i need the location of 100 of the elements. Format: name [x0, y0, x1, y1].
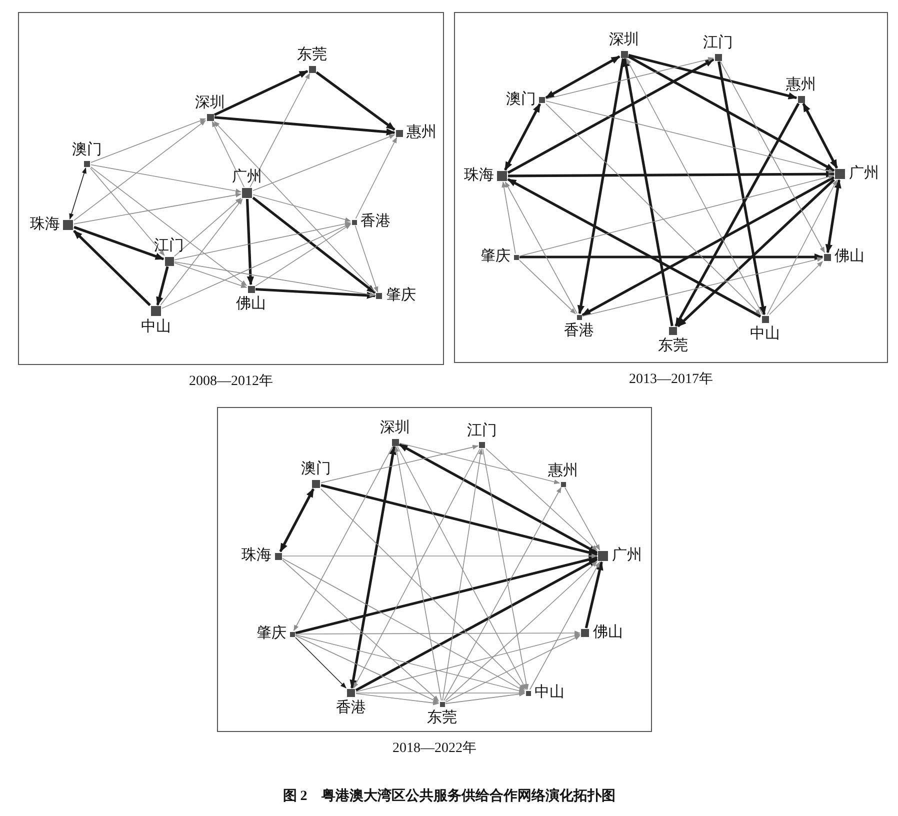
arrow — [90, 164, 242, 194]
arrow — [445, 561, 598, 702]
arrow — [445, 692, 526, 704]
arrow — [504, 103, 542, 171]
city-label: 肇庆 — [480, 250, 510, 264]
arrow — [508, 170, 835, 178]
arrow — [90, 166, 247, 286]
arrow — [582, 257, 824, 317]
city-label: 佛山 — [834, 250, 864, 264]
arrow — [350, 446, 396, 689]
arrow — [353, 448, 480, 689]
arrow — [255, 224, 351, 286]
city-label: 深圳 — [195, 96, 225, 110]
city-label: 江门 — [703, 36, 733, 50]
arrow — [519, 260, 576, 314]
period-caption: 2018—2022年 — [392, 740, 478, 757]
city-label: 东莞 — [658, 339, 688, 354]
city-label: 东莞 — [427, 710, 457, 726]
arrow — [252, 134, 396, 192]
arrow — [295, 556, 598, 634]
arrow — [282, 558, 526, 692]
figure-caption: 图 2 粤港澳大湾区公共服务供给合作网络演化拓扑图 — [282, 787, 616, 805]
arrow — [507, 178, 762, 318]
arrow — [584, 561, 604, 628]
period-caption: 2008—2012年 — [188, 372, 274, 390]
city-label: 广州 — [849, 166, 879, 182]
city-label: 澳门 — [301, 462, 331, 477]
arrow — [282, 554, 598, 558]
arrow — [445, 635, 581, 703]
city-label: 中山 — [750, 326, 780, 342]
period-caption: 2013—2017年 — [628, 370, 714, 388]
arrow — [90, 168, 165, 256]
arrow — [577, 58, 625, 314]
arrow — [442, 448, 483, 701]
arrow — [399, 442, 560, 484]
arrow — [677, 178, 835, 328]
arrow — [174, 222, 352, 260]
arrow — [444, 486, 562, 701]
city-label: 肇庆 — [256, 626, 286, 642]
arrow — [156, 266, 169, 306]
city-label: 东莞 — [297, 48, 327, 62]
arrow — [622, 58, 674, 326]
arrow — [174, 262, 248, 288]
arrow — [214, 121, 376, 292]
arrow — [482, 448, 529, 690]
city-label: 澳门 — [72, 143, 102, 158]
city-label: 深圳 — [609, 32, 639, 48]
arrow — [356, 693, 440, 706]
arrow — [519, 174, 835, 256]
arrow — [74, 226, 164, 260]
arrow — [69, 167, 86, 220]
city-label: 肇庆 — [386, 288, 416, 304]
city-label: 江门 — [154, 238, 184, 254]
arrow — [214, 70, 308, 116]
arrow — [295, 637, 346, 688]
arrow — [354, 225, 378, 293]
city-label: 深圳 — [380, 420, 410, 436]
arrow — [507, 58, 714, 174]
arrow — [214, 116, 396, 136]
arrow — [295, 634, 526, 694]
city-label: 香港 — [336, 701, 366, 716]
arrow — [255, 288, 376, 299]
arrow — [766, 179, 838, 315]
arrow — [252, 196, 376, 294]
arrow — [718, 61, 766, 316]
arrow — [295, 630, 581, 636]
arrow — [504, 181, 578, 314]
arrow — [174, 198, 242, 257]
arrow — [356, 690, 526, 696]
arrow — [316, 71, 396, 131]
arrow — [720, 61, 825, 254]
arrow — [320, 444, 479, 484]
arrow — [162, 223, 352, 309]
city-label: 香港 — [564, 324, 594, 338]
arrow — [212, 120, 244, 188]
arrow — [282, 560, 439, 702]
arrow — [769, 261, 823, 315]
arrow — [246, 198, 254, 286]
arrow — [293, 446, 393, 632]
city-label: 江门 — [467, 424, 497, 439]
city-label: 广州 — [612, 548, 642, 564]
arrow — [90, 118, 206, 163]
arrow — [520, 253, 824, 261]
arrow — [674, 102, 800, 327]
arrow — [564, 487, 600, 551]
arrow — [74, 120, 206, 221]
city-label: 珠海 — [464, 168, 494, 184]
city-label: 佛山 — [236, 296, 266, 312]
arrow — [546, 100, 835, 174]
arrow — [546, 57, 714, 100]
arrow — [486, 448, 598, 551]
city-label: 香港 — [360, 214, 390, 230]
city-label: 珠海 — [242, 548, 272, 564]
arrow — [398, 443, 598, 554]
arrow — [545, 55, 620, 99]
city-label: 佛山 — [593, 626, 623, 640]
arrow — [73, 230, 151, 306]
arrow — [582, 176, 835, 316]
arrow — [802, 102, 838, 169]
arrow — [396, 446, 527, 690]
